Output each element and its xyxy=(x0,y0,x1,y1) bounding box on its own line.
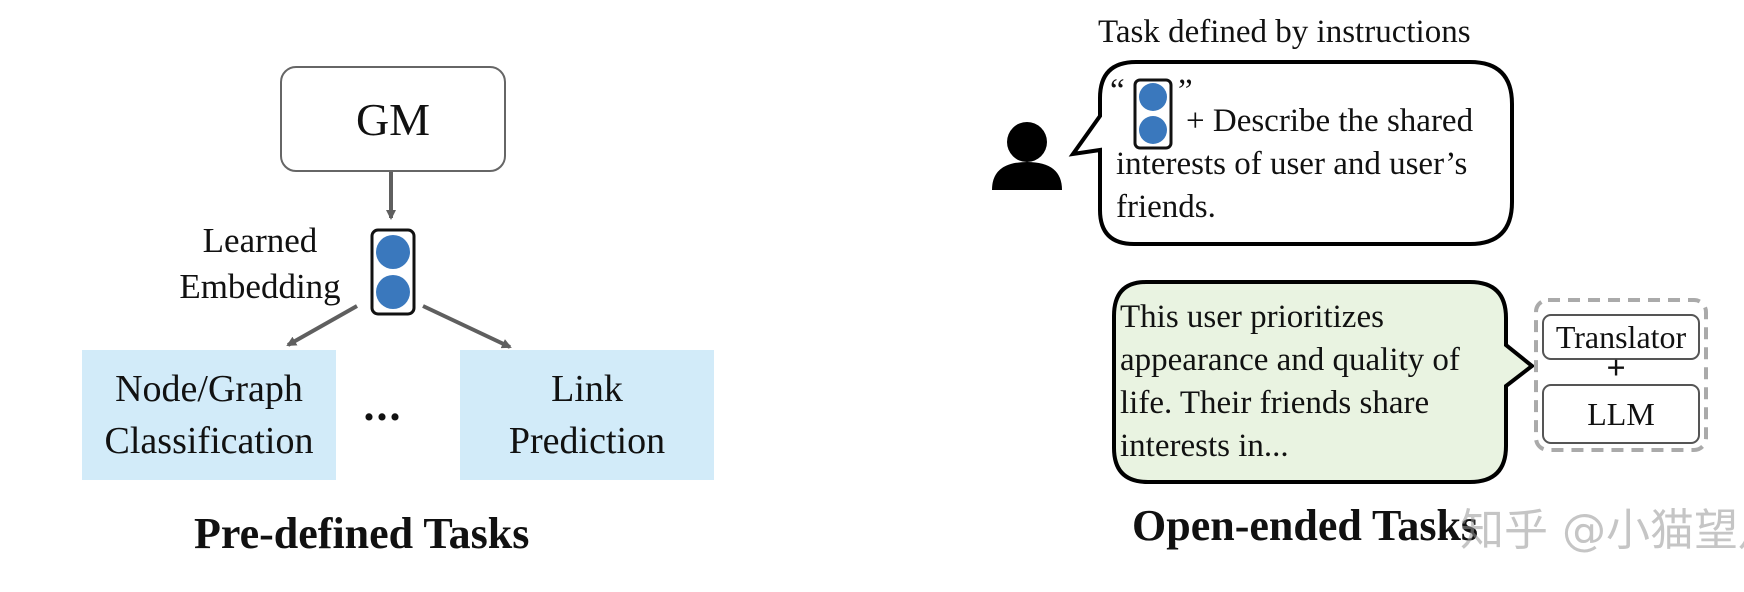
instruction-title: Task defined by instructions xyxy=(1098,14,1471,50)
instruction-quote-close: ” xyxy=(1178,73,1193,109)
response-line1: This user prioritizes xyxy=(1120,299,1384,335)
user-icon xyxy=(992,122,1062,190)
gm-label: GM xyxy=(355,93,431,145)
llm-box: LLM xyxy=(1542,384,1700,444)
response-line4: interests in... xyxy=(1120,428,1289,464)
arrow-embedding-to-link xyxy=(422,304,512,349)
pre-defined-tasks-title: Pre-defined Tasks xyxy=(194,509,530,558)
embedding-label: Learned Embedding xyxy=(160,218,360,310)
instruction-line2: interests of user and user’s xyxy=(1116,146,1468,182)
ellipsis: ... xyxy=(363,381,403,430)
response-bubble xyxy=(1112,280,1536,484)
gm-box: GM xyxy=(280,66,506,172)
embedding-label-line2: Embedding xyxy=(179,267,341,306)
open-ended-tasks-title: Open-ended Tasks xyxy=(1132,501,1479,550)
task2-line2: Prediction xyxy=(508,420,666,462)
instruction-line3: friends. xyxy=(1116,189,1216,225)
instruction-bubble xyxy=(1068,60,1514,246)
translator-box: Translator xyxy=(1542,314,1700,360)
embedding-label-line1: Learned xyxy=(202,221,318,260)
task2-line1: Link xyxy=(551,368,623,410)
embedding-icon xyxy=(370,228,416,316)
watermark: 知乎 @小猫望月 xyxy=(1460,505,1744,556)
node-graph-classification-box: Node/Graph Classification xyxy=(82,350,336,480)
response-line2: appearance and quality of xyxy=(1120,342,1460,378)
plus-sign: + xyxy=(1606,350,1626,387)
llm-label: LLM xyxy=(1587,395,1655,432)
instruction-quote-open: “ xyxy=(1110,73,1125,109)
arrow-embedding-to-node-graph xyxy=(286,304,358,347)
link-prediction-box: Link Prediction xyxy=(460,350,714,480)
instruction-line1: + Describe the shared xyxy=(1186,103,1474,139)
instruction-embedding-icon xyxy=(1133,78,1173,150)
task1-line1: Node/Graph xyxy=(115,368,303,410)
translator-llm-group xyxy=(1534,298,1708,452)
task1-line2: Classification xyxy=(104,420,314,462)
translator-label: Translator xyxy=(1555,318,1687,355)
response-line3: life. Their friends share xyxy=(1120,385,1430,421)
